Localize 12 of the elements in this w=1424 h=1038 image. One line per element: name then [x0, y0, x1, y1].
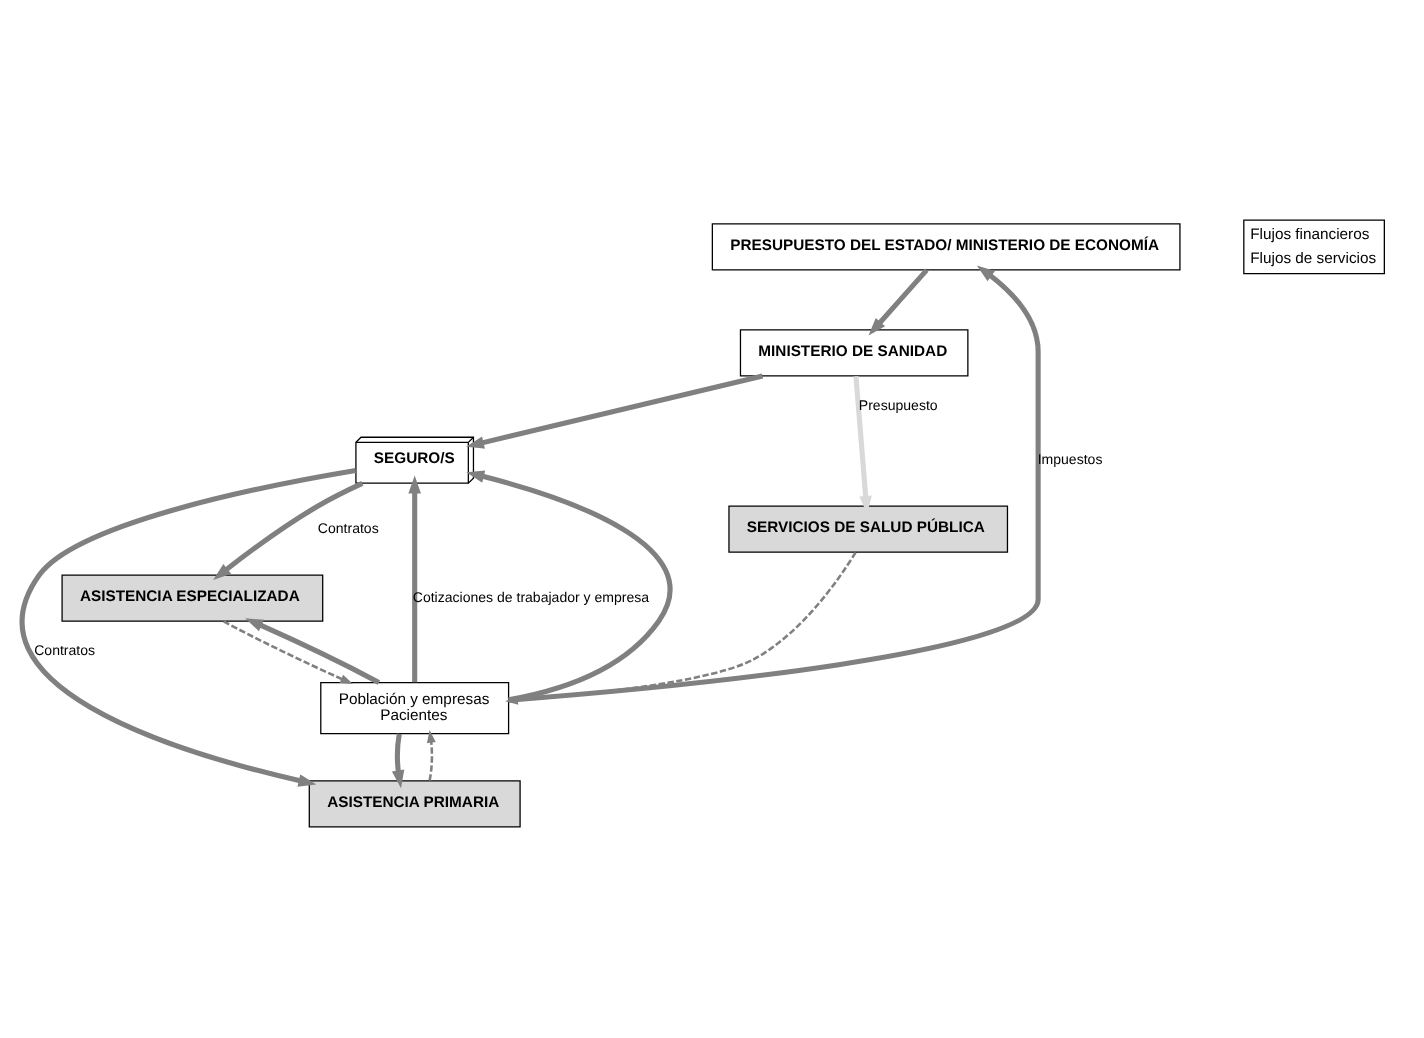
- arrow: [505, 551, 857, 705]
- arrow: [245, 618, 381, 685]
- arrow: [426, 730, 436, 781]
- arrow: [508, 265, 1041, 703]
- arrow: [19, 468, 357, 787]
- arrow: [466, 470, 673, 703]
- arrow: [408, 475, 421, 683]
- arrow: [391, 733, 405, 789]
- arrow: [466, 373, 764, 449]
- arrow: [213, 481, 364, 580]
- arrow: [868, 268, 929, 336]
- arrow: [223, 620, 353, 684]
